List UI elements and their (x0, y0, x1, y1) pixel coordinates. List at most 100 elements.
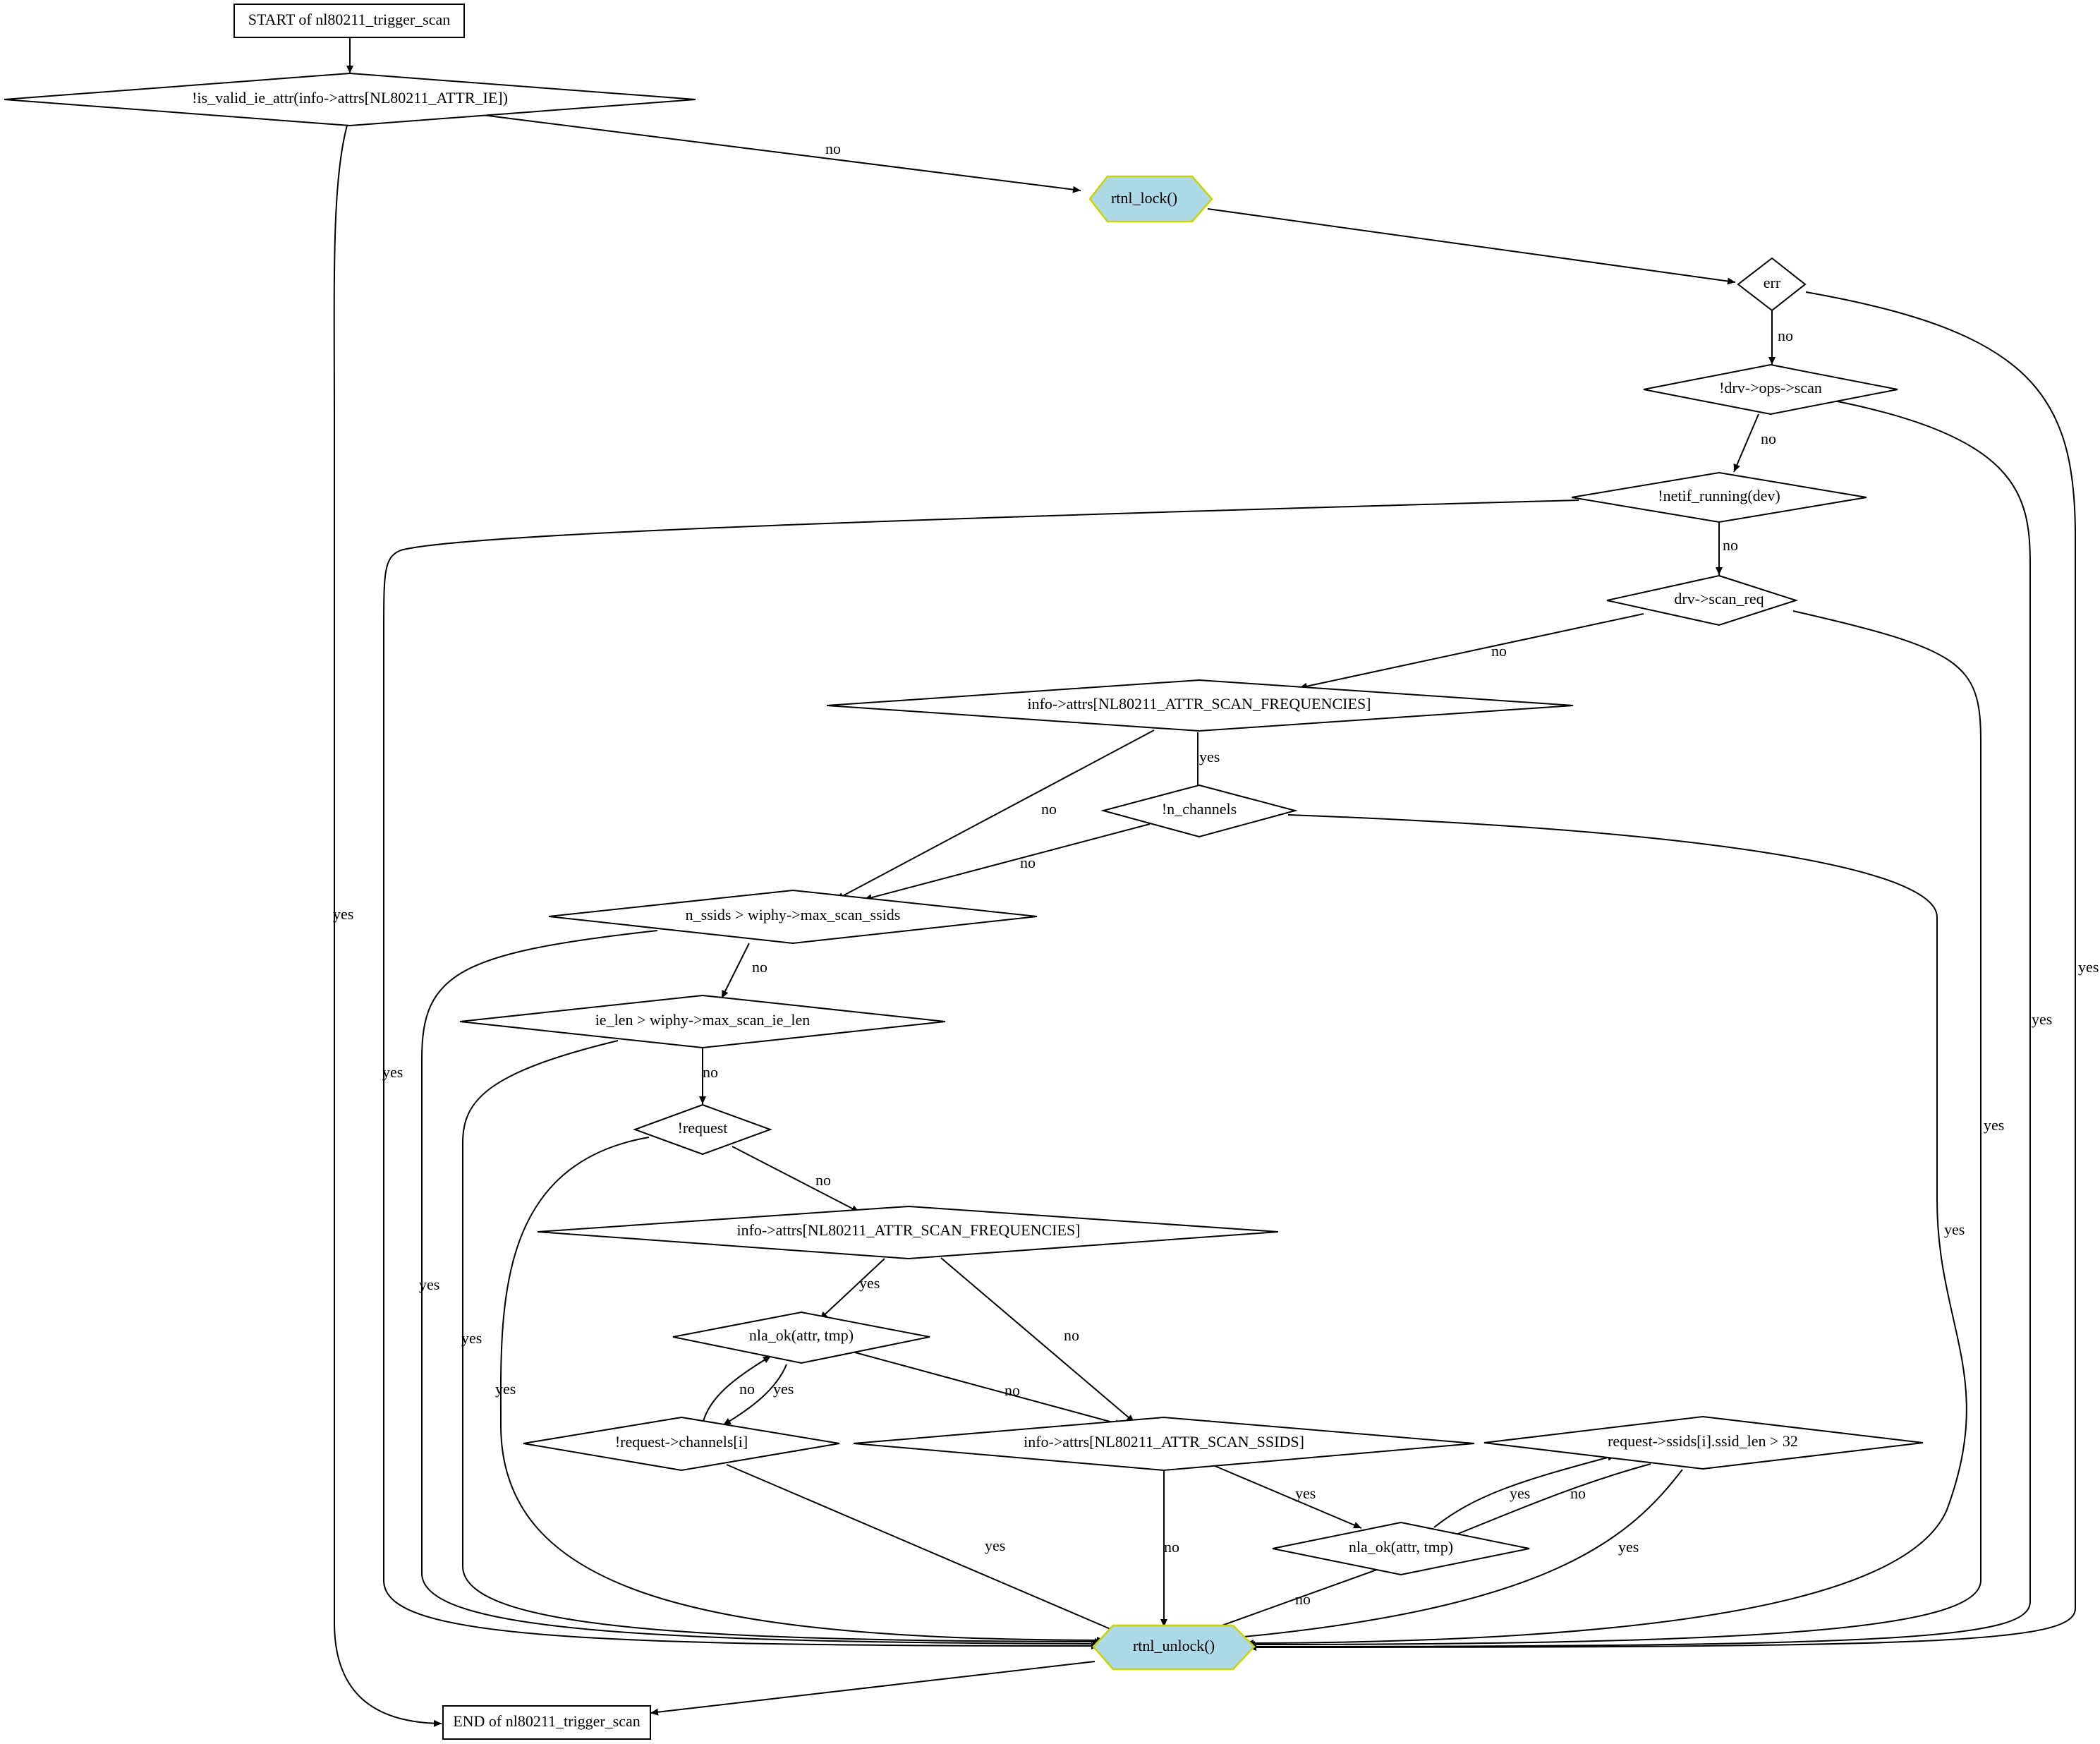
edge-nla-ok2-to-ssid-len (1433, 1453, 1616, 1528)
edge-label: no (1164, 1538, 1179, 1556)
edge-label: no (1041, 800, 1057, 818)
node-ie-len-label: ie_len > wiphy->max_scan_ie_len (595, 1011, 811, 1029)
edge-request-to-freq2 (732, 1146, 860, 1213)
edge-scan-req-to-freq1 (1299, 613, 1644, 690)
node-rtnl-lock: rtnl_lock() (1088, 175, 1213, 223)
edge-valid-ie-to-rtnl-lock (482, 114, 1081, 193)
edge-label: yes (1984, 1116, 2004, 1134)
edge-channels-to-nla-ok1 (702, 1355, 772, 1424)
node-err: err (1737, 257, 1807, 312)
node-rtnl-unlock-label: rtnl_unlock() (1133, 1637, 1215, 1654)
edge-request-to-rtnl-unlock (499, 1137, 1105, 1644)
node-ie-len: ie_len > wiphy->max_scan_ie_len (459, 994, 946, 1049)
edge-ops-scan-to-rtnl-unlock (1248, 400, 2031, 1650)
edge-ssids-to-nla-ok2 (1213, 1465, 1362, 1529)
edge-label: yes (985, 1537, 1005, 1554)
edge-label: no (815, 1171, 831, 1189)
edge-n-channels-to-n-ssids (863, 823, 1151, 902)
edge-label: no (1005, 1381, 1020, 1399)
edge-label: yes (2032, 1010, 2052, 1028)
node-n-ssids: n_ssids > wiphy->max_scan_ssids (548, 889, 1038, 945)
node-n-ssids-label: n_ssids > wiphy->max_scan_ssids (686, 906, 901, 924)
edge-label: no (825, 140, 841, 157)
edge-freq1-to-n-ssids (835, 729, 1155, 900)
edge-label: yes (1944, 1221, 1965, 1238)
node-freq2: info->attrs[NL80211_ATTR_SCAN_FREQUENCIE… (537, 1205, 1279, 1260)
node-channels-label: !request->channels[i] (615, 1433, 748, 1451)
edges (333, 37, 2076, 1727)
nodes: START of nl80211_trigger_scan !is_valid_… (4, 4, 1924, 1740)
edge-n-ssids-to-rtnl-unlock (421, 930, 1101, 1647)
edge-rtnl-unlock-to-end (650, 1661, 1095, 1716)
edge-label: no (1778, 327, 1793, 344)
edge-label: yes (333, 905, 353, 923)
node-nla-ok1: nla_ok(attr, tmp) (672, 1311, 930, 1364)
edge-label: yes (382, 1063, 403, 1081)
node-freq1-label: info->attrs[NL80211_ATTR_SCAN_FREQUENCIE… (1027, 695, 1371, 713)
node-nla-ok1-label: nla_ok(attr, tmp) (749, 1326, 854, 1344)
edge-label: yes (461, 1329, 482, 1347)
edge-label: no (1295, 1590, 1311, 1608)
edge-channels-to-rtnl-unlock (726, 1464, 1121, 1634)
edge-rtnl-lock-to-err (1207, 208, 1736, 285)
edge-label: yes (1510, 1484, 1530, 1502)
node-channels: !request->channels[i] (523, 1416, 840, 1472)
edge-label: yes (859, 1274, 880, 1292)
node-start: START of nl80211_trigger_scan (233, 4, 465, 38)
node-valid-ie: !is_valid_ie_attr(info->attrs[NL80211_AT… (4, 72, 696, 127)
node-ssid-len: request->ssids[i].ssid_len > 32 (1483, 1415, 1924, 1470)
edge-label: no (1064, 1326, 1079, 1344)
edge-scan-req-to-rtnl-unlock (1246, 610, 1981, 1648)
edge-n-ssids-to-ie-len (721, 943, 750, 999)
edge-label: yes (2078, 958, 2099, 976)
node-netif-label: !netif_running(dev) (1658, 487, 1780, 504)
edge-label: no (1020, 854, 1036, 871)
node-netif: !netif_running(dev) (1571, 471, 1867, 523)
edge-ie-len-to-rtnl-unlock (462, 1040, 1103, 1645)
node-ssid-len-label: request->ssids[i].ssid_len > 32 (1608, 1432, 1798, 1450)
node-request: !request (633, 1103, 772, 1156)
node-start-label: START of nl80211_trigger_scan (248, 11, 451, 28)
node-ssids: info->attrs[NL80211_ATTR_SCAN_SSIDS] (853, 1416, 1475, 1472)
edge-label: yes (419, 1276, 439, 1293)
edge-label: yes (773, 1380, 794, 1398)
node-ssids-label: info->attrs[NL80211_ATTR_SCAN_SSIDS] (1024, 1433, 1304, 1451)
edge-label: no (1491, 642, 1507, 660)
edge-valid-ie-to-end (333, 125, 442, 1727)
edge-label: no (703, 1063, 718, 1081)
edge-labels: no yes no yes no yes no yes no yes yes n… (333, 140, 2099, 1608)
edge-nla-ok1-to-channels (722, 1364, 787, 1426)
edge-label: no (1761, 430, 1776, 447)
node-n-channels-label: !n_channels (1162, 800, 1237, 818)
edge-label: no (752, 958, 767, 976)
node-err-label: err (1764, 274, 1781, 291)
edge-freq2-to-nla-ok1 (819, 1258, 885, 1320)
edge-ssid-len-to-nla-ok2 (1447, 1463, 1651, 1539)
edge-label: yes (1295, 1484, 1316, 1502)
edge-n-channels-to-rtnl-unlock (1245, 814, 1967, 1647)
node-request-label: !request (678, 1119, 728, 1137)
node-freq2-label: info->attrs[NL80211_ATTR_SCAN_FREQUENCIE… (736, 1221, 1080, 1239)
node-ops-scan: !drv->ops->scan (1643, 363, 1898, 416)
edge-label: no (739, 1380, 755, 1398)
edge-netif-to-rtnl-unlock (383, 499, 1579, 1649)
node-nla-ok2: nla_ok(attr, tmp) (1272, 1521, 1530, 1576)
edge-label: yes (1618, 1538, 1639, 1556)
node-end: END of nl80211_trigger_scan (442, 1705, 651, 1740)
edge-label: yes (495, 1380, 516, 1398)
node-scan-req-label: drv->scan_req (1674, 590, 1764, 607)
edge-ops-scan-to-netif (1733, 413, 1759, 473)
edge-nla-ok2-to-rtnl-unlock (1206, 1567, 1383, 1632)
node-valid-ie-label: !is_valid_ie_attr(info->attrs[NL80211_AT… (192, 89, 508, 107)
edge-label: no (1723, 536, 1738, 554)
edge-label: no (1570, 1484, 1586, 1502)
node-scan-req: drv->scan_req (1606, 574, 1799, 626)
node-ops-scan-label: !drv->ops->scan (1719, 379, 1822, 396)
node-end-label: END of nl80211_trigger_scan (453, 1712, 641, 1730)
node-rtnl-unlock: rtnl_unlock() (1092, 1624, 1256, 1671)
edge-nla-ok1-to-ssids (854, 1352, 1124, 1427)
edge-ssid-len-to-rtnl-unlock (1228, 1469, 1683, 1641)
node-n-channels: !n_channels (1100, 784, 1298, 838)
edge-err-to-rtnl-unlock (1248, 291, 2076, 1651)
